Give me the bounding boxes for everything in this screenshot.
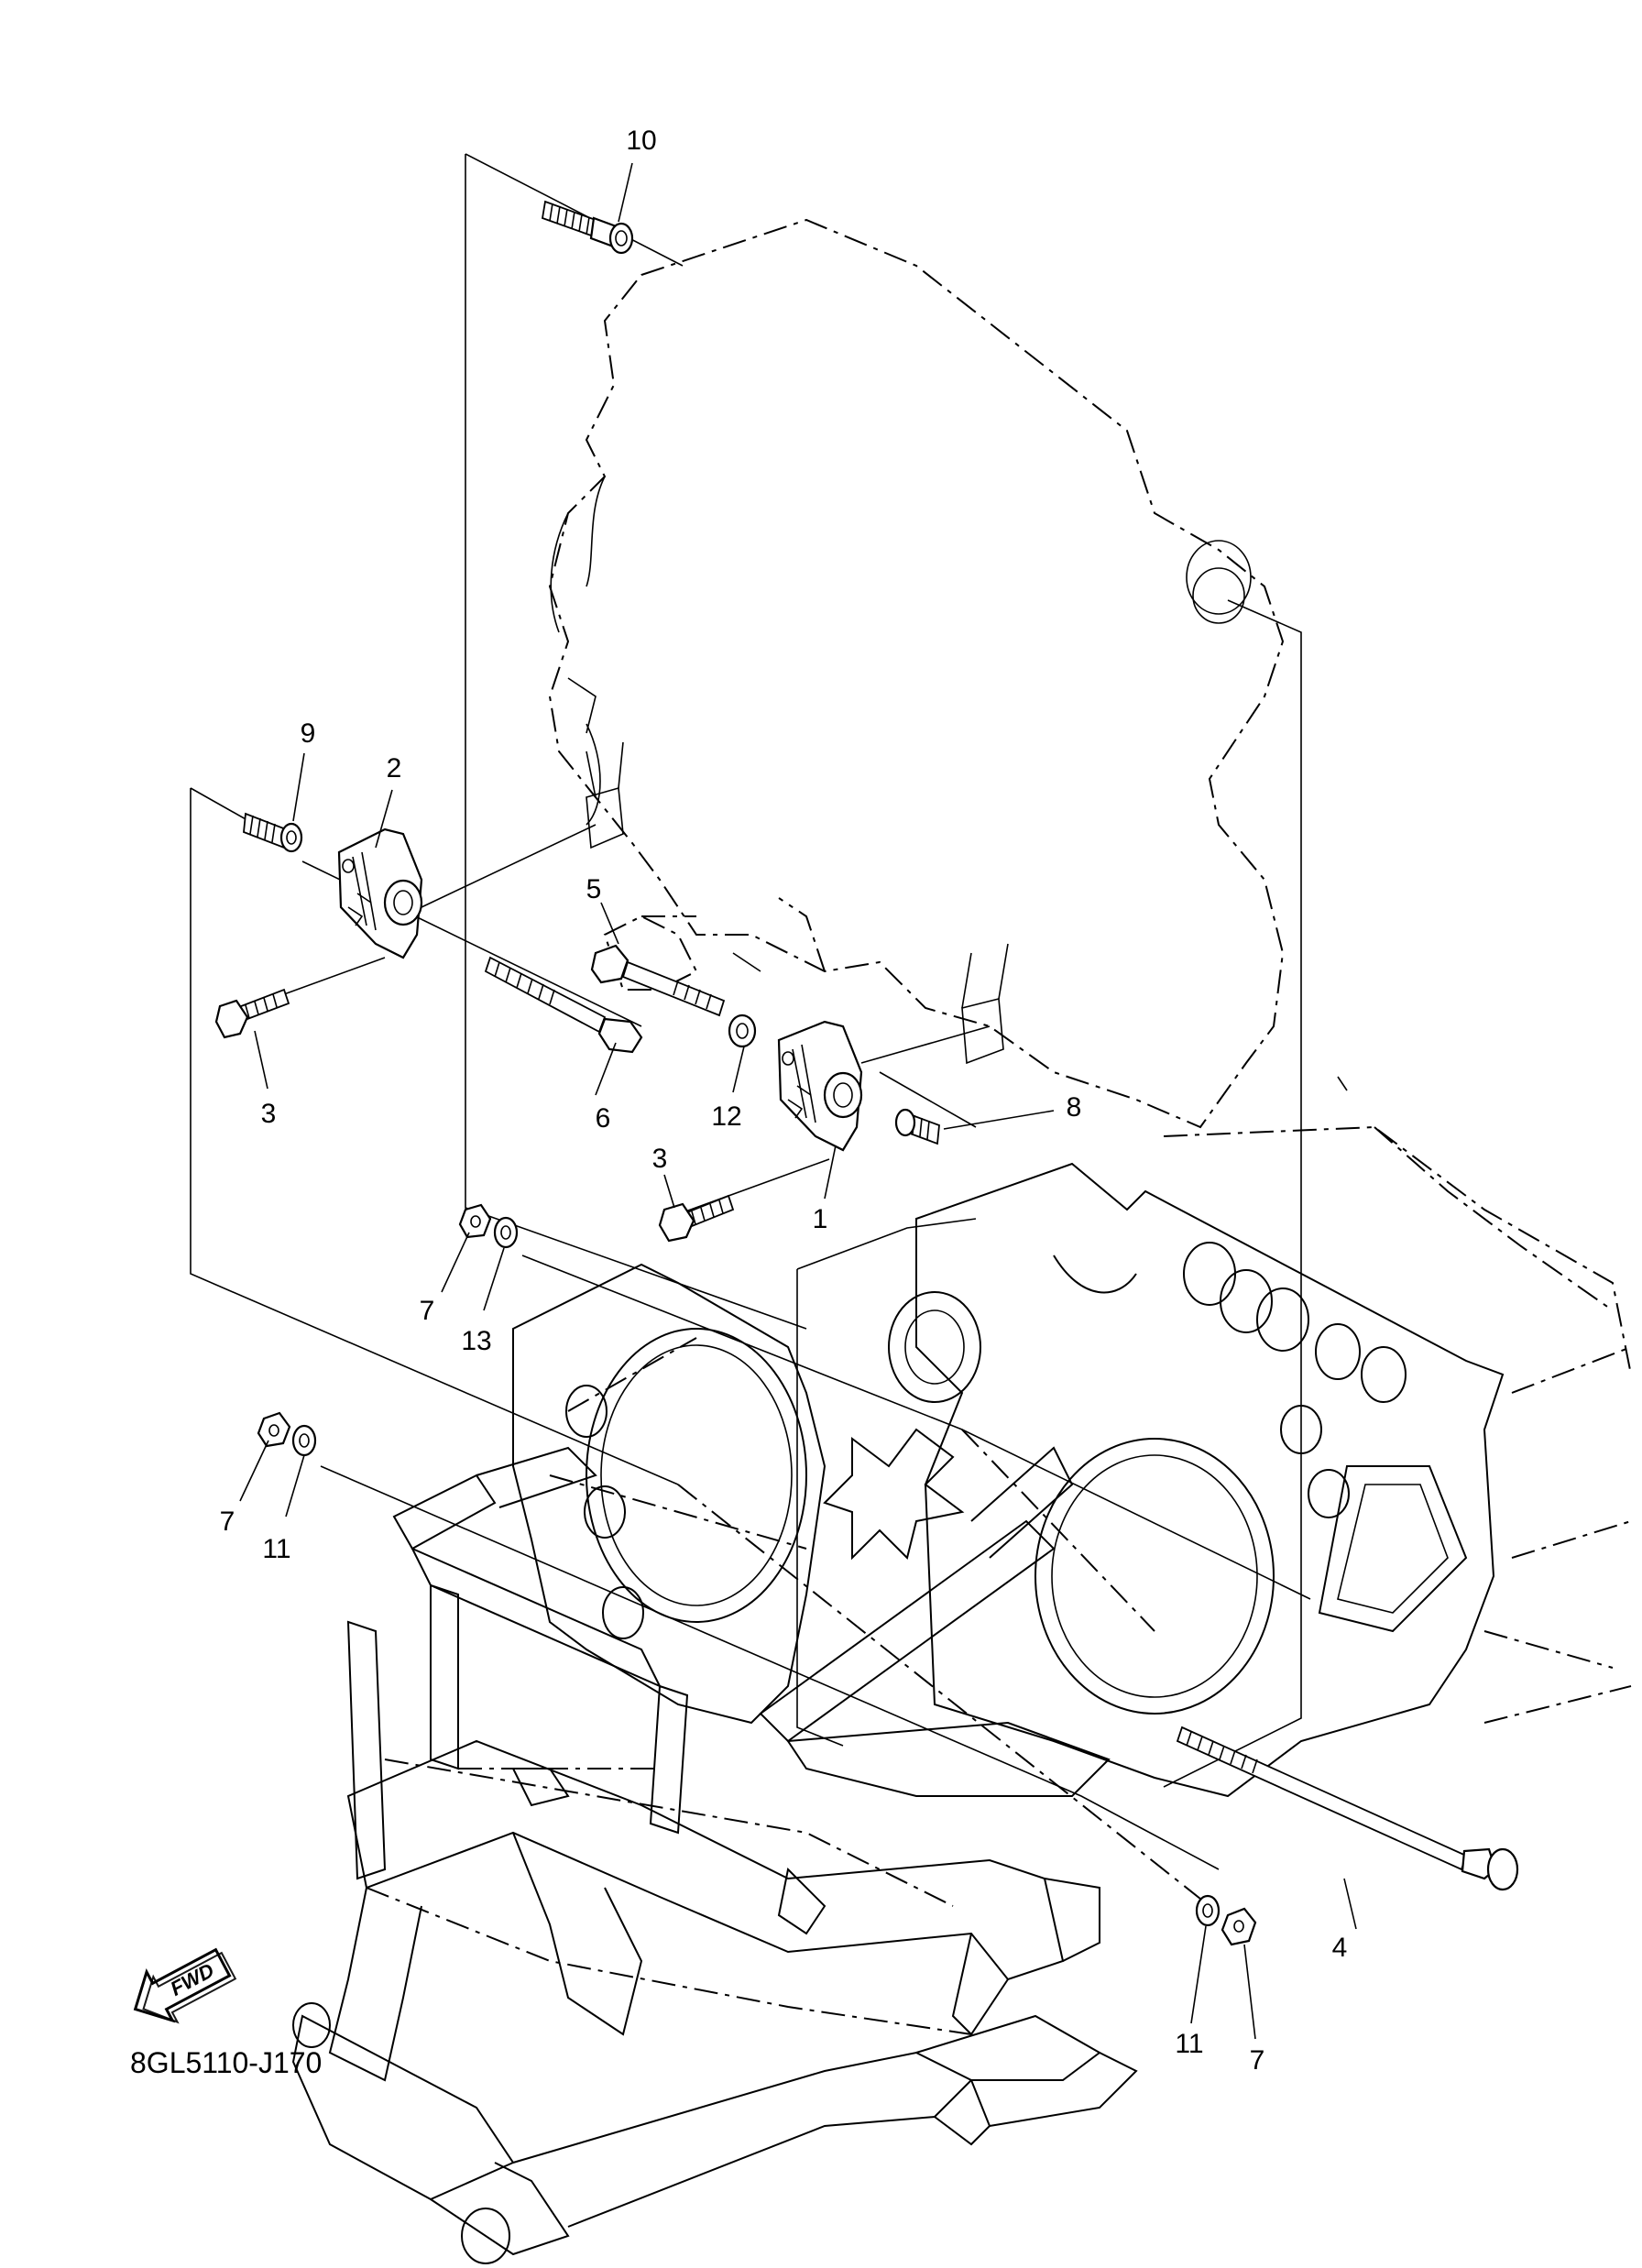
forward-arrow: FWD [133, 1947, 237, 2024]
callout-3-left: 3 [261, 1099, 277, 1129]
assembly-leader-lines [190, 153, 1348, 1907]
flange-bolt-5 [590, 944, 726, 1017]
flange-bolt-3-left [214, 988, 290, 1039]
callout-5: 5 [586, 874, 602, 904]
bolt-9 [243, 812, 303, 853]
callout-leaders [239, 162, 1357, 2040]
diagram-code: 8GL5110-J170 [130, 2046, 322, 2079]
callout-7-left: 7 [220, 1507, 235, 1537]
callout-10: 10 [626, 126, 656, 156]
flange-bolt-3-right [658, 1194, 735, 1243]
nut-7-right [1221, 1907, 1257, 1946]
callout-labels: 10 9 2 3 5 6 12 8 3 1 7 13 7 11 4 11 7 [220, 126, 1348, 2076]
callout-12: 12 [711, 1101, 741, 1132]
vehicle-frame [291, 1125, 1632, 2264]
callout-7-upper: 7 [420, 1296, 435, 1326]
washer-11-right [1195, 1894, 1221, 1927]
callout-13: 13 [461, 1326, 491, 1356]
washer-11-left [291, 1424, 317, 1457]
engine-mount-bracket-1 [777, 1020, 863, 1152]
callout-9: 9 [301, 718, 316, 749]
callout-3-right: 3 [652, 1144, 668, 1174]
engine-phantom-outline [548, 218, 1285, 1129]
callout-8: 8 [1067, 1092, 1082, 1123]
engine-mount-bracket-2 [337, 827, 423, 959]
callout-1: 1 [813, 1204, 828, 1234]
washer-13 [493, 1216, 519, 1249]
bolt-8 [894, 1108, 940, 1145]
callout-11-left: 11 [262, 1534, 290, 1564]
long-bolt-6 [484, 956, 643, 1054]
callout-4: 4 [1332, 1933, 1348, 1963]
flange-bolt-10 [541, 200, 634, 255]
callout-6: 6 [596, 1103, 611, 1134]
through-bolt-4 [1176, 1726, 1519, 1891]
callout-7-right: 7 [1250, 2045, 1265, 2076]
callout-11-right: 11 [1175, 2029, 1203, 2059]
washer-12 [728, 1013, 757, 1048]
callout-2: 2 [387, 753, 402, 783]
nut-7-upper [458, 1203, 492, 1239]
nut-7-left [257, 1411, 291, 1448]
